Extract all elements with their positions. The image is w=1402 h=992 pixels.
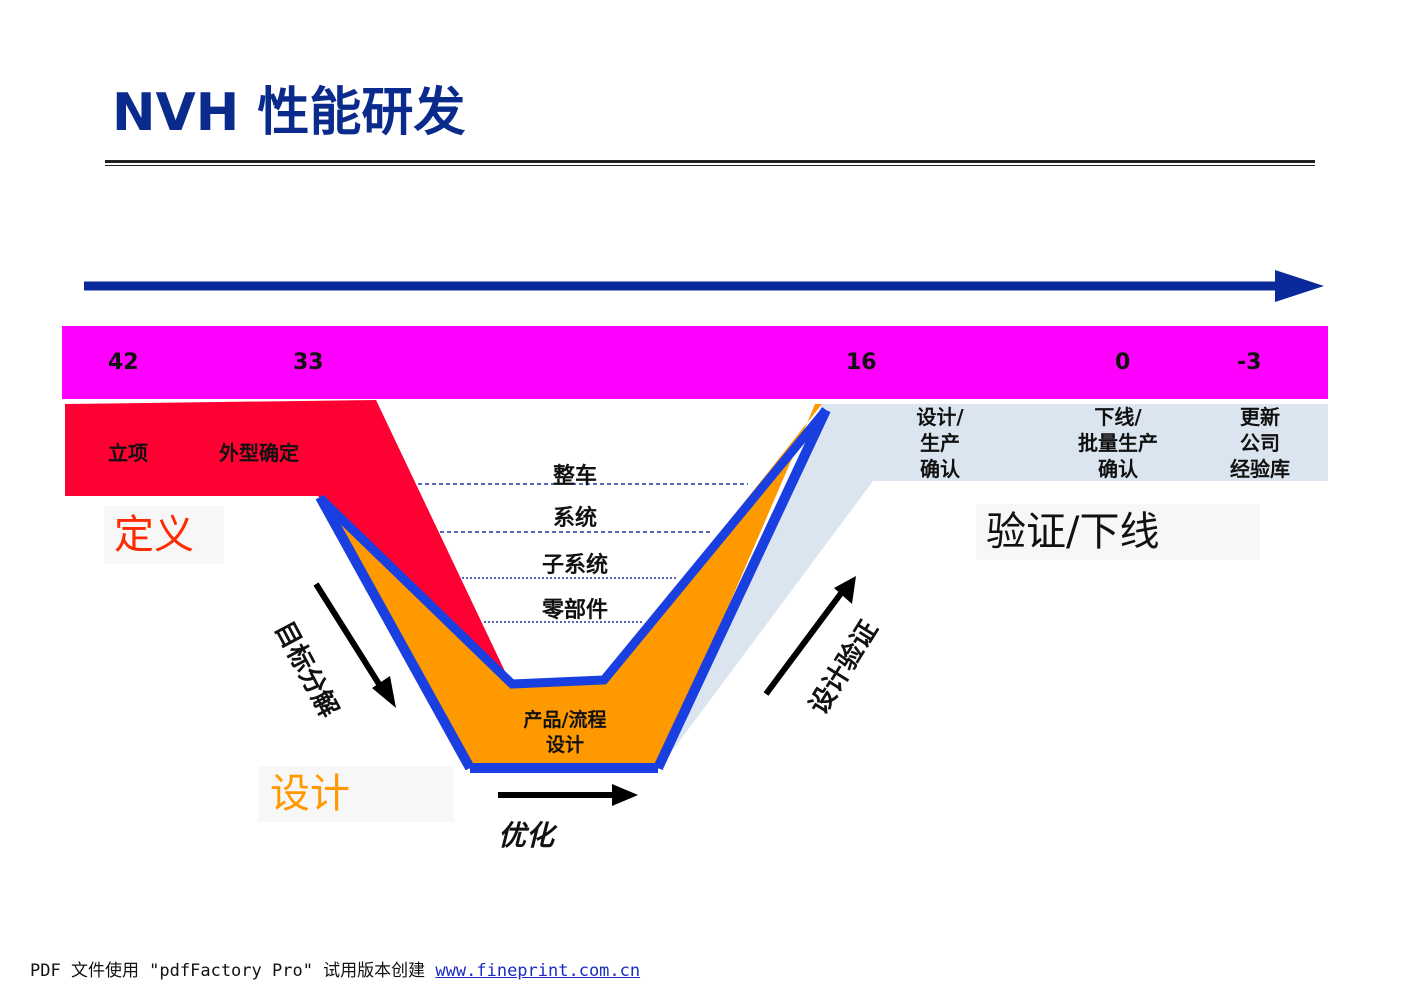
- validate-region: [658, 404, 1328, 770]
- timeline-tick-33: 33: [293, 350, 324, 375]
- milestone-line: 经验库: [1230, 457, 1290, 481]
- level-vehicle: 整车: [552, 464, 597, 489]
- milestone-line: 确认: [1098, 457, 1138, 481]
- milestone-waixing: 外型确定: [219, 441, 299, 465]
- v-inner-left: [318, 407, 830, 689]
- v-right-edge: [653, 407, 831, 771]
- timeline-arrow: [84, 270, 1324, 302]
- phase-define: 定义: [104, 506, 224, 564]
- phase-validate: 验证/下线: [976, 504, 1260, 560]
- timeline-bar: [62, 326, 1328, 399]
- footer-link[interactable]: www.fineprint.com.cn: [435, 961, 641, 981]
- v-left-edge: [315, 494, 475, 771]
- timeline-tick-16: 16: [846, 350, 877, 375]
- page-title: NVH 性能研发: [112, 83, 466, 143]
- milestone-line: 下线/: [1094, 405, 1142, 429]
- milestone-line: 生产: [920, 431, 960, 455]
- milestone-line: 设计/: [916, 405, 964, 429]
- milestone-line: 更新: [1240, 405, 1280, 429]
- title-divider: [105, 160, 1315, 163]
- product-process-design: 产品/流程 设计: [510, 708, 620, 758]
- bottom-label-line: 设计: [545, 734, 584, 756]
- level-system: 系统: [552, 506, 597, 531]
- label-optimization: 优化: [498, 819, 555, 852]
- footer-text: PDF 文件使用 "pdfFactory Pro" 试用版本创建: [30, 961, 426, 981]
- milestone-line-off: 下线/ 批量生产 确认: [1068, 404, 1168, 482]
- milestone-design-production: 设计/ 生产 确认: [900, 404, 980, 482]
- phase-design: 设计: [258, 766, 454, 822]
- define-region: [65, 400, 510, 682]
- timeline-tick-42: 42: [108, 350, 139, 375]
- level-subsystem: 子系统: [541, 553, 608, 578]
- optimization-arrow: [498, 784, 638, 806]
- milestone-line: 确认: [920, 457, 960, 481]
- milestone-line: 公司: [1240, 431, 1280, 455]
- milestone-update-knowledge: 更新 公司 经验库: [1220, 404, 1300, 482]
- target-decomposition-arrow: [313, 582, 396, 708]
- design-validation-arrow: [763, 576, 856, 696]
- pdf-footer: PDF 文件使用 "pdfFactory Pro" 试用版本创建 www.fin…: [30, 956, 640, 981]
- milestone-lixiang: 立项: [108, 441, 148, 465]
- title-divider-thin: [105, 165, 1315, 166]
- milestone-line: 批量生产: [1078, 431, 1158, 455]
- bottom-label-line: 产品/流程: [523, 709, 607, 731]
- level-component: 零部件: [541, 598, 608, 623]
- timeline-tick-minus3: -3: [1237, 350, 1262, 375]
- timeline-tick-0: 0: [1115, 350, 1131, 375]
